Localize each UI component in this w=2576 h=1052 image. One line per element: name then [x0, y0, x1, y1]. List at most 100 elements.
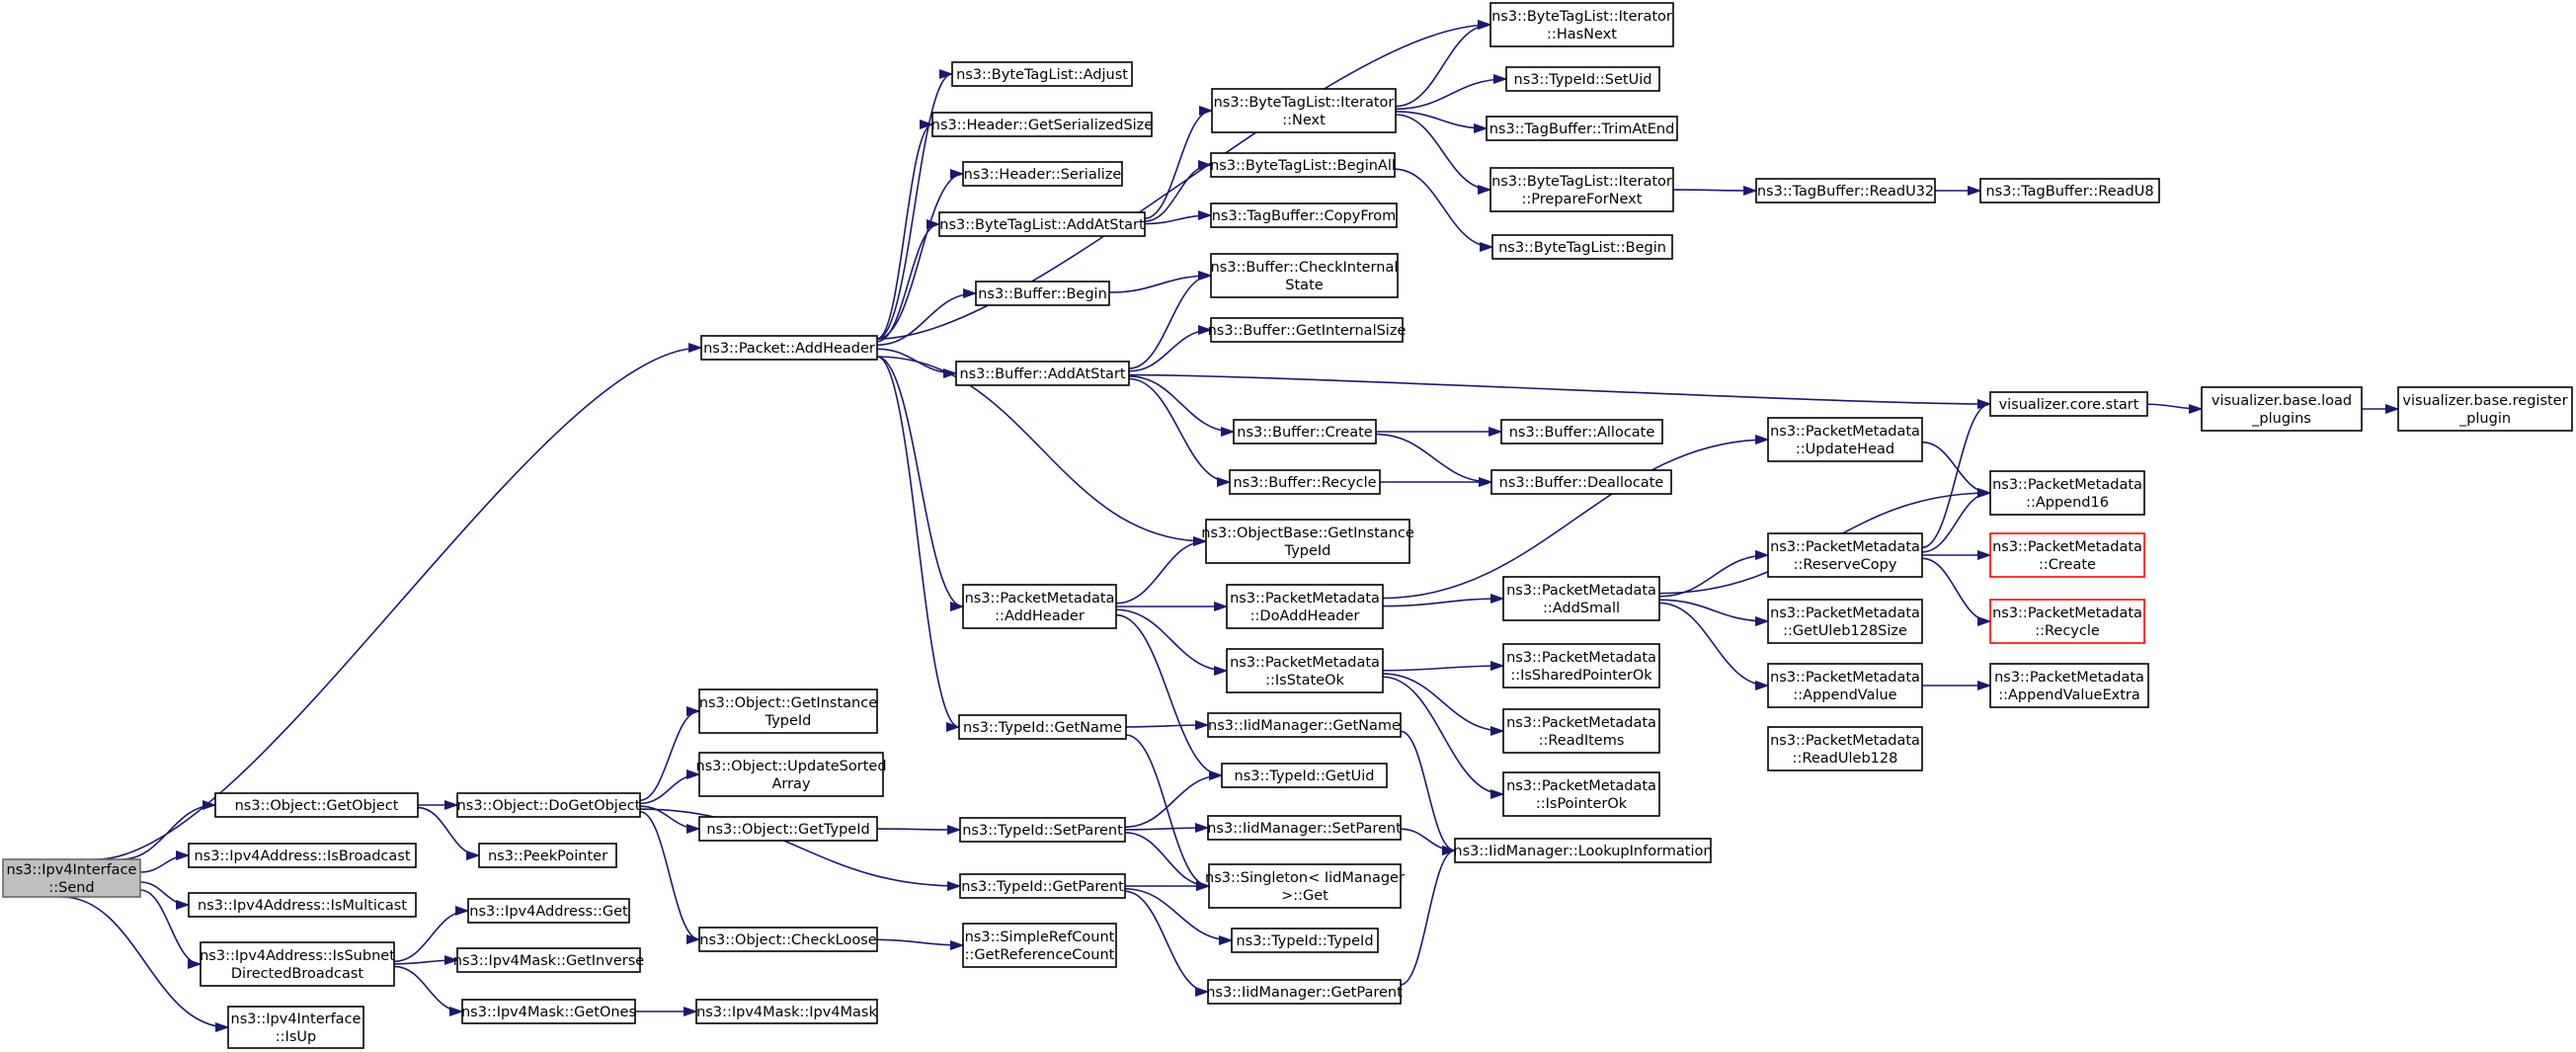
node-box[interactable]: [456, 947, 641, 973]
node-box[interactable]: [214, 792, 419, 818]
node-pmupdatehead[interactable]: ns3::PacketMetadata::UpdateHead: [1767, 417, 1923, 462]
node-pmgetuleb[interactable]: ns3::PacketMetadata::GetUleb128Size: [1767, 599, 1923, 644]
node-box[interactable]: [1767, 532, 1923, 578]
node-bufgetinternalsize[interactable]: ns3::Buffer::GetInternalSize: [1208, 317, 1407, 343]
node-box[interactable]: [1989, 391, 2148, 417]
node-bufrecycle[interactable]: ns3::Buffer::Recycle: [1229, 469, 1381, 495]
node-box[interactable]: [1210, 253, 1399, 298]
node-box[interactable]: [1767, 417, 1923, 462]
node-box[interactable]: [2201, 386, 2363, 432]
node-issubnet[interactable]: ns3::Ipv4Address::IsSubnetDirectedBroadc…: [200, 941, 395, 987]
node-box[interactable]: [1490, 469, 1672, 495]
node-vizcorestart[interactable]: visualizer.core.start: [1989, 391, 2148, 417]
node-peekpointer[interactable]: ns3::PeekPointer: [478, 843, 617, 868]
node-btlitnext[interactable]: ns3::ByteTagList::Iterator::Next: [1211, 88, 1397, 133]
node-box[interactable]: [962, 923, 1117, 968]
node-box[interactable]: [1210, 152, 1396, 178]
node-box[interactable]: [227, 1006, 364, 1049]
node-box[interactable]: [2397, 386, 2573, 432]
node-bufcreate[interactable]: ns3::Buffer::Create: [1233, 419, 1377, 445]
node-pmrecycle[interactable]: ns3::PacketMetadata::Recycle: [1989, 599, 2145, 644]
node-box[interactable]: [456, 792, 641, 818]
node-box[interactable]: [1233, 419, 1377, 445]
node-getrefcount[interactable]: ns3::SimpleRefCount::GetReferenceCount: [962, 923, 1117, 968]
node-pmreaditems[interactable]: ns3::PacketMetadata::ReadItems: [1502, 708, 1660, 754]
node-box[interactable]: [1210, 202, 1398, 228]
node-box[interactable]: [1989, 599, 2145, 644]
node-box[interactable]: [188, 843, 417, 868]
node-typeidgetuid[interactable]: ns3::TypeId::GetUid: [1221, 763, 1388, 788]
node-btlithasnext[interactable]: ns3::ByteTagList::Iterator::HasNext: [1489, 2, 1674, 47]
node-btladdatstart[interactable]: ns3::ByteTagList::AddAtStart: [938, 211, 1146, 237]
node-bufallocate[interactable]: ns3::Buffer::Allocate: [1500, 419, 1663, 445]
node-box[interactable]: [1229, 469, 1381, 495]
node-box[interactable]: [1755, 178, 1936, 203]
node-typeidgetparent[interactable]: ns3::TypeId::GetParent: [959, 873, 1126, 899]
node-pmreservecopy[interactable]: ns3::PacketMetadata::ReserveCopy: [1767, 532, 1923, 578]
node-box[interactable]: [1486, 116, 1678, 141]
node-box[interactable]: [1210, 317, 1404, 343]
node-iidlookup[interactable]: ns3::IidManager::LookupInformation: [1453, 838, 1713, 863]
node-box[interactable]: [1208, 863, 1402, 909]
node-addrget[interactable]: ns3::Ipv4Address::Get: [467, 898, 630, 924]
node-objgettypeid[interactable]: ns3::Object::GetTypeId: [698, 816, 878, 842]
node-box[interactable]: [1226, 584, 1384, 629]
node-iidgetname[interactable]: ns3::IidManager::GetName: [1207, 712, 1402, 738]
node-box[interactable]: [1221, 763, 1388, 788]
node-pmaddsmall[interactable]: ns3::PacketMetadata::AddSmall: [1502, 576, 1660, 621]
node-dogetobject[interactable]: ns3::Object::DoGetObject: [456, 792, 641, 818]
node-box[interactable]: [1989, 532, 2145, 578]
node-iidgetparent[interactable]: ns3::IidManager::GetParent: [1206, 979, 1403, 1005]
node-box[interactable]: [1502, 708, 1660, 754]
node-pmissharedptrok[interactable]: ns3::PacketMetadata::IsSharedPointerOk: [1502, 643, 1660, 688]
node-tbcopyfrom[interactable]: ns3::TagBuffer::CopyFrom: [1210, 202, 1398, 228]
node-tbtrimatend[interactable]: ns3::TagBuffer::TrimAtEnd: [1486, 116, 1678, 141]
node-box[interactable]: [1207, 815, 1402, 841]
node-box[interactable]: [955, 361, 1130, 386]
node-box[interactable]: [931, 112, 1153, 137]
node-btlbeginall[interactable]: ns3::ByteTagList::BeginAll: [1210, 152, 1396, 178]
node-box[interactable]: [975, 281, 1110, 306]
node-addheader[interactable]: ns3::Packet::AddHeader: [700, 335, 878, 361]
node-box[interactable]: [700, 335, 878, 361]
node-box[interactable]: [1489, 2, 1674, 47]
node-box[interactable]: [1231, 928, 1379, 953]
node-pmaddheader[interactable]: ns3::PacketMetadata::AddHeader: [962, 584, 1117, 629]
node-getinverse[interactable]: ns3::Ipv4Mask::GetInverse: [453, 947, 644, 973]
node-box[interactable]: [1989, 470, 2145, 516]
node-box[interactable]: [478, 843, 617, 868]
node-box[interactable]: [200, 941, 395, 987]
node-box[interactable]: [959, 873, 1126, 899]
node-box[interactable]: [938, 211, 1146, 237]
node-box[interactable]: [1767, 599, 1923, 644]
node-box[interactable]: [2, 858, 141, 898]
node-box[interactable]: [1454, 838, 1712, 863]
node-box[interactable]: [698, 816, 878, 842]
node-box[interactable]: [1767, 663, 1923, 708]
node-isbroadcast[interactable]: ns3::Ipv4Address::IsBroadcast: [188, 843, 417, 868]
node-vizloadplugins[interactable]: visualizer.base.load_plugins: [2201, 386, 2363, 432]
node-box[interactable]: [1500, 419, 1663, 445]
node-getones[interactable]: ns3::Ipv4Mask::GetOnes: [461, 999, 636, 1024]
node-box[interactable]: [1505, 66, 1660, 92]
node-box[interactable]: [951, 61, 1133, 87]
node-btlitprepare[interactable]: ns3::ByteTagList::Iterator::PrepareForNe…: [1489, 167, 1674, 212]
node-box[interactable]: [698, 927, 878, 952]
node-vizregister[interactable]: visualizer.base.register_plugin: [2397, 386, 2573, 432]
node-box[interactable]: [467, 898, 630, 924]
node-typeidsetuid[interactable]: ns3::TypeId::SetUid: [1505, 66, 1660, 92]
node-box[interactable]: [1502, 576, 1660, 621]
node-singletonget[interactable]: ns3::Singleton< IidManager >::Get: [1205, 863, 1405, 909]
node-box[interactable]: [698, 752, 884, 797]
node-btladjust[interactable]: ns3::ByteTagList::Adjust: [951, 61, 1133, 87]
node-pmappendvalueextra[interactable]: ns3::PacketMetadata::AppendValueExtra: [1989, 663, 2149, 708]
node-box[interactable]: [695, 999, 878, 1024]
node-send[interactable]: ns3::Ipv4Interface::Send: [2, 858, 141, 898]
node-box[interactable]: [962, 584, 1117, 629]
node-box[interactable]: [698, 688, 878, 734]
node-bufaddatstart[interactable]: ns3::Buffer::AddAtStart: [955, 361, 1130, 386]
node-bufdeallocate[interactable]: ns3::Buffer::Deallocate: [1490, 469, 1672, 495]
